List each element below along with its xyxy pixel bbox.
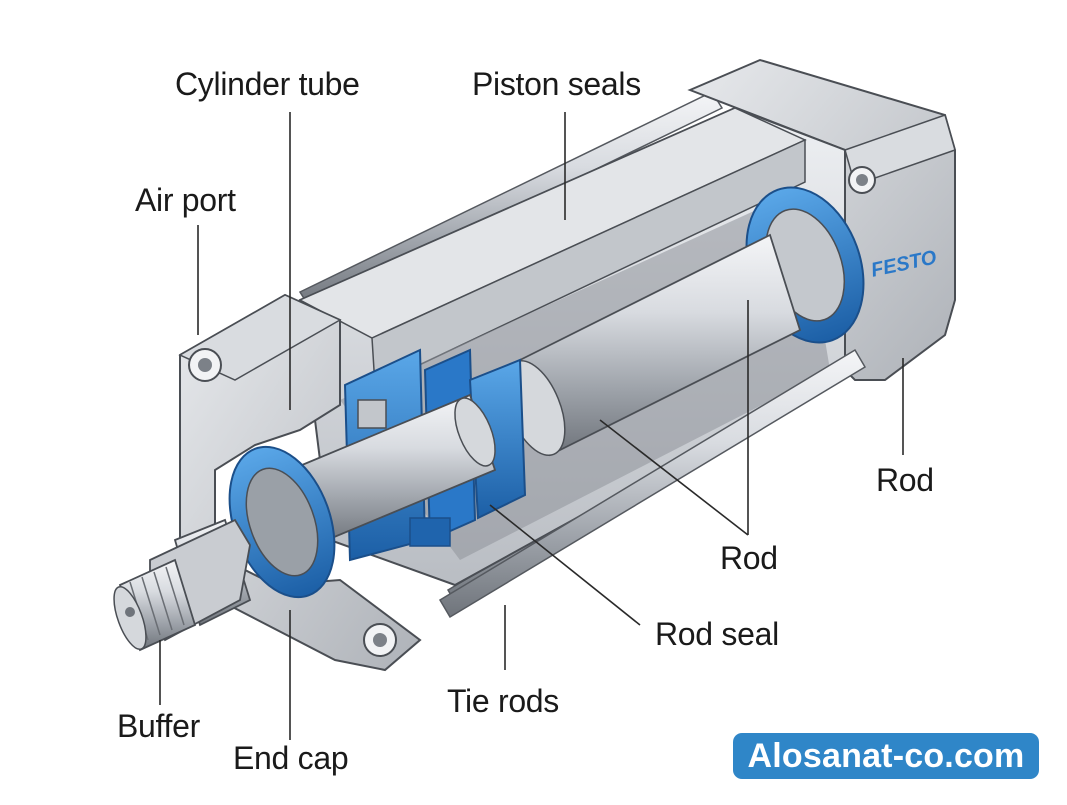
watermark-badge: Alosanat-co.com [733, 733, 1039, 779]
label-rod-seal: Rod seal [655, 616, 779, 652]
label-piston-seals: Piston seals [472, 66, 641, 102]
leader-rod-seal [489, 504, 641, 626]
label-rod-center: Rod [720, 540, 778, 576]
rod-end-thread [113, 518, 252, 652]
front-rod-section [288, 393, 497, 547]
leader-lines [159, 112, 904, 740]
label-air-port: Air port [135, 182, 236, 218]
label-cylinder-tube: Cylinder tube [175, 66, 360, 102]
label-buffer: Buffer [117, 708, 200, 744]
label-tie-rods: Tie rods [447, 683, 560, 719]
leader-rod-center-diag [599, 419, 749, 536]
label-end-cap: End cap [233, 740, 349, 776]
label-rod-right: Rod [876, 462, 934, 498]
front-seal-ring [228, 445, 336, 599]
